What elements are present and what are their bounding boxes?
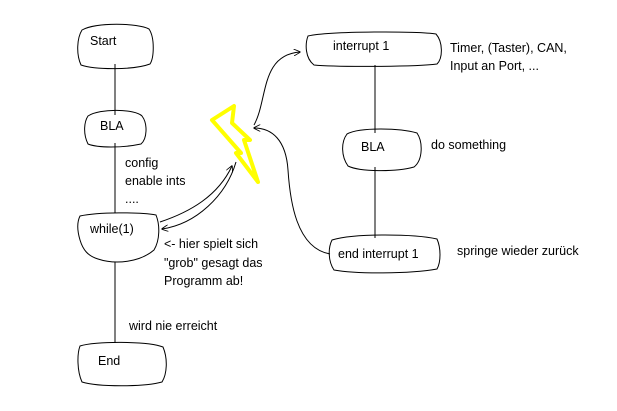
while-node-shape [77, 212, 160, 263]
arrow-lightning-to-interrupt [253, 52, 300, 126]
bla-main-node-label: BLA [100, 119, 124, 133]
end-interrupt-node-label: end interrupt 1 [338, 247, 419, 261]
note-dots: .... [125, 192, 139, 206]
arrow-end-interrupt-to-lightning [254, 128, 331, 255]
lightning-bolt-icon [210, 104, 260, 184]
end-interrupt-node-shape [328, 234, 441, 274]
note-enable-ints: enable ints [125, 174, 186, 188]
start-node-label: Start [90, 34, 117, 48]
note-do-something: do something [431, 138, 507, 152]
note-hint-line3: Programm ab! [164, 274, 244, 288]
bla-isr-node-shape [342, 128, 422, 172]
interrupt-node-shape [305, 31, 442, 67]
arrow-lightning-to-while [162, 161, 237, 229]
note-sources-line2: Input an Port, ... [450, 59, 539, 73]
end-node-label: End [98, 354, 121, 368]
interrupt-node-label: interrupt 1 [333, 39, 390, 53]
start-node-shape [77, 23, 154, 70]
bla-isr-node-label: BLA [361, 140, 385, 154]
note-hint-line2: "grob" gesagt das [164, 256, 263, 270]
note-hint-line1: <- hier spielt sich [164, 237, 259, 251]
bla-main-node-shape [84, 109, 147, 148]
arrow-while-to-lightning [159, 166, 232, 223]
note-return-back: springe wieder zurück [457, 244, 579, 258]
note-sources-line1: Timer, (Taster), CAN, [450, 41, 567, 55]
while-node-label: while(1) [90, 222, 134, 236]
end-node-shape [77, 341, 167, 387]
note-config: config [125, 156, 159, 170]
note-never-reached: wird nie erreicht [129, 319, 218, 333]
